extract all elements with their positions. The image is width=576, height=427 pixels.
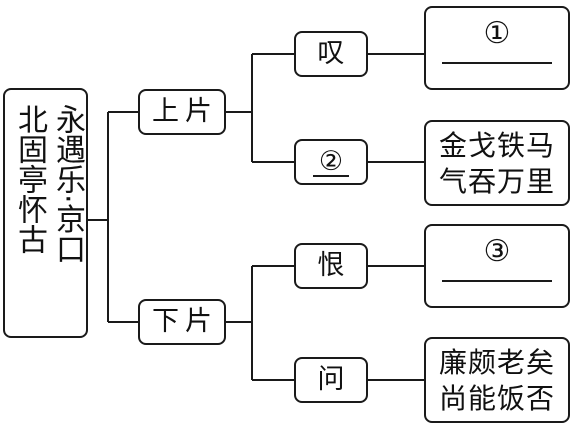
node-wen: 问 (294, 357, 368, 403)
root-title-column-1: 永遇乐·京口 (50, 104, 85, 264)
connector-shangpian-to-children (226, 53, 294, 163)
leaf-jinge-tiema: 金戈铁马 气吞万里 (424, 120, 570, 206)
node-xiapian-label: 下片 (152, 306, 218, 337)
root-node: 永遇乐·京口 北固亭怀古 (3, 88, 88, 338)
connector-children-to-leaves (368, 53, 424, 381)
node-xiapian: 下片 (138, 299, 226, 345)
leaf-lianpo-laoyi-line-1: 廉颇老矣 (438, 346, 555, 379)
connector-xiapian-to-children (226, 265, 294, 381)
leaf-lianpo-laoyi-line-2: 尚能饭否 (438, 382, 555, 415)
leaf-blank-3-number: ③ (483, 234, 511, 269)
leaf-blank-1-number: ① (483, 16, 511, 51)
connector-root-to-branches (88, 111, 138, 323)
node-hen: 恨 (294, 243, 368, 289)
root-title-column-2: 北固亭怀古 (12, 104, 47, 254)
answer-line-1 (442, 62, 552, 64)
leaf-blank-1: ① (424, 6, 570, 90)
node-hen-label: 恨 (317, 250, 345, 281)
node-tan: 叹 (294, 31, 368, 77)
leaf-jinge-tiema-line-2: 气吞万里 (438, 165, 555, 198)
node-shangpian-label: 上片 (152, 96, 218, 127)
leaf-jinge-tiema-line-1: 金戈铁马 (438, 129, 555, 162)
node-tan-label: 叹 (317, 38, 345, 69)
node-shangpian: 上片 (138, 89, 226, 135)
leaf-lianpo-laoyi: 廉颇老矣 尚能饭否 (424, 337, 570, 423)
node-blank-2-label: ② (312, 141, 350, 183)
leaf-blank-3: ③ (424, 224, 570, 308)
answer-line-3 (442, 280, 552, 282)
node-blank-2: ② (294, 139, 368, 185)
node-wen-label: 问 (317, 364, 345, 395)
